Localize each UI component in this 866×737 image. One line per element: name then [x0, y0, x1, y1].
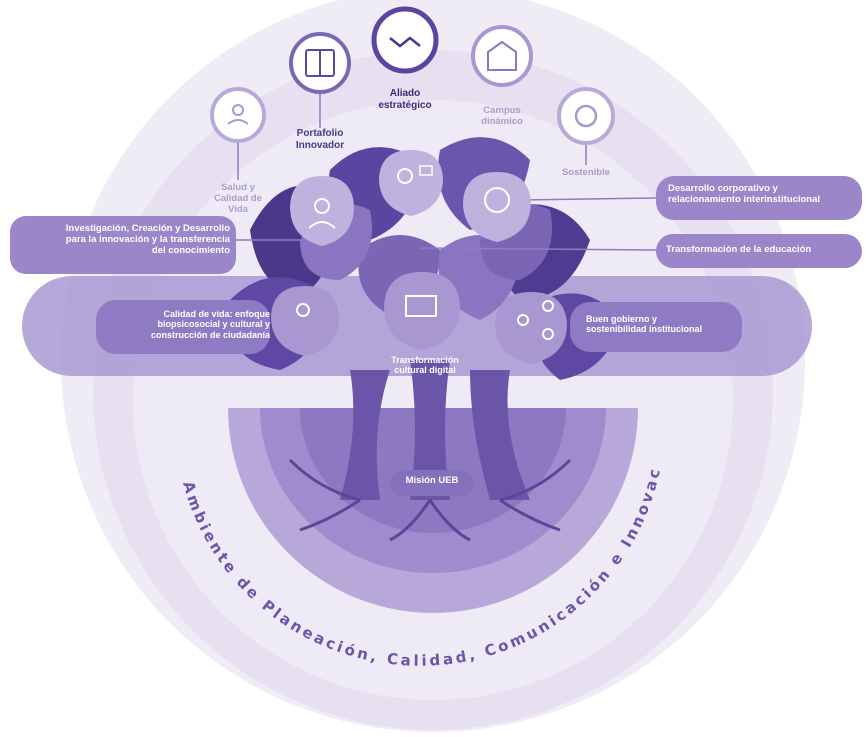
label-calidad-line-1: Calidad de vida: enfoque [163, 309, 270, 319]
book-icon [289, 32, 351, 94]
label-buen-gobierno-line-1: Buen gobierno y [586, 314, 658, 324]
label-desarrollo-line-1: Desarrollo corporativo y [668, 183, 778, 194]
governance-icon [495, 292, 567, 364]
label-transformacion-educacion: Transformación de la educación [666, 244, 860, 256]
label-investigacion-line-1: Investigación, Creación y Desarrollo [65, 223, 230, 234]
tree-roots [288, 458, 572, 542]
label-calidad-line-3: construcción de ciudadanía [150, 329, 270, 340]
label-campus-line-2: dinámico [481, 115, 523, 127]
label-buen-gobierno-line-2: sostenibilidad institucional [586, 324, 703, 335]
label-salud-line-1: Salud y [221, 182, 255, 193]
label-buen-gobierno: Buen gobierno y sostenibilidad instituci… [586, 314, 746, 335]
pill-mision [390, 470, 474, 496]
label-calidad-line-2: biopsicosocial y cultural y [157, 319, 270, 330]
label-transformacion-digital-line-1: Transformación [391, 355, 459, 365]
people-network-icon [210, 87, 266, 143]
label-investigacion-line-2: para la innovación y la transferencia [65, 233, 230, 245]
canopy-icons [271, 150, 567, 364]
pill-desarrollo [656, 176, 862, 220]
teacher-icon [379, 150, 443, 216]
handshake-icon [371, 6, 439, 74]
label-desarrollo-line-2: relacionamiento interinstitucional [668, 193, 821, 205]
laptop-icon [384, 272, 460, 350]
label-salud: Salud y Calidad de Vida [198, 182, 278, 216]
pill-calidad [96, 300, 270, 354]
label-aliado-line-1: Aliado [389, 88, 421, 99]
label-calidad: Calidad de vida: enfoque biopsicosocial … [100, 309, 270, 340]
label-transformacion-digital-line-2: cultural digital [394, 365, 456, 376]
label-campus-line-1: Campus [483, 105, 521, 116]
label-salud-line-3: Vida [228, 203, 248, 215]
label-sostenible-line-1: Sostenible [561, 167, 611, 178]
label-aliado: Aliado estratégico [365, 88, 445, 111]
researcher-icon [290, 176, 354, 246]
label-investigacion-line-3: del conocimiento [151, 244, 230, 256]
label-salud-line-2: Calidad de [213, 192, 263, 204]
label-sostenible: Sostenible [546, 167, 626, 179]
label-investigacion: Investigación, Creación y Desarrollo par… [12, 223, 230, 257]
label-campus: Campus dinámico [462, 105, 542, 128]
pill-transformacion-educacion [656, 234, 862, 268]
network-icon [463, 172, 531, 242]
label-desarrollo: Desarrollo corporativo y relacionamiento… [668, 183, 862, 206]
label-transformacion-digital: Transformación cultural digital [370, 355, 480, 376]
pills [10, 176, 862, 496]
label-portafolio-line-2: Innovador [295, 139, 345, 151]
recycle-icon [557, 87, 615, 145]
hand-heart-icon [271, 286, 339, 356]
label-portafolio: Portafolio Innovador [275, 128, 365, 151]
label-aliado-line-2: estratégico [378, 99, 432, 111]
top-icons [210, 6, 615, 145]
pill-investigacion [10, 216, 236, 274]
label-portafolio-line-1: Portafolio [296, 128, 344, 139]
label-transformacion-educacion-line-1: Transformación de la educación [666, 244, 812, 255]
label-mision: Misión UEB [405, 475, 459, 486]
tree-trunk [340, 360, 530, 500]
pill-buen-gobierno [570, 302, 742, 352]
building-icon [471, 25, 533, 87]
